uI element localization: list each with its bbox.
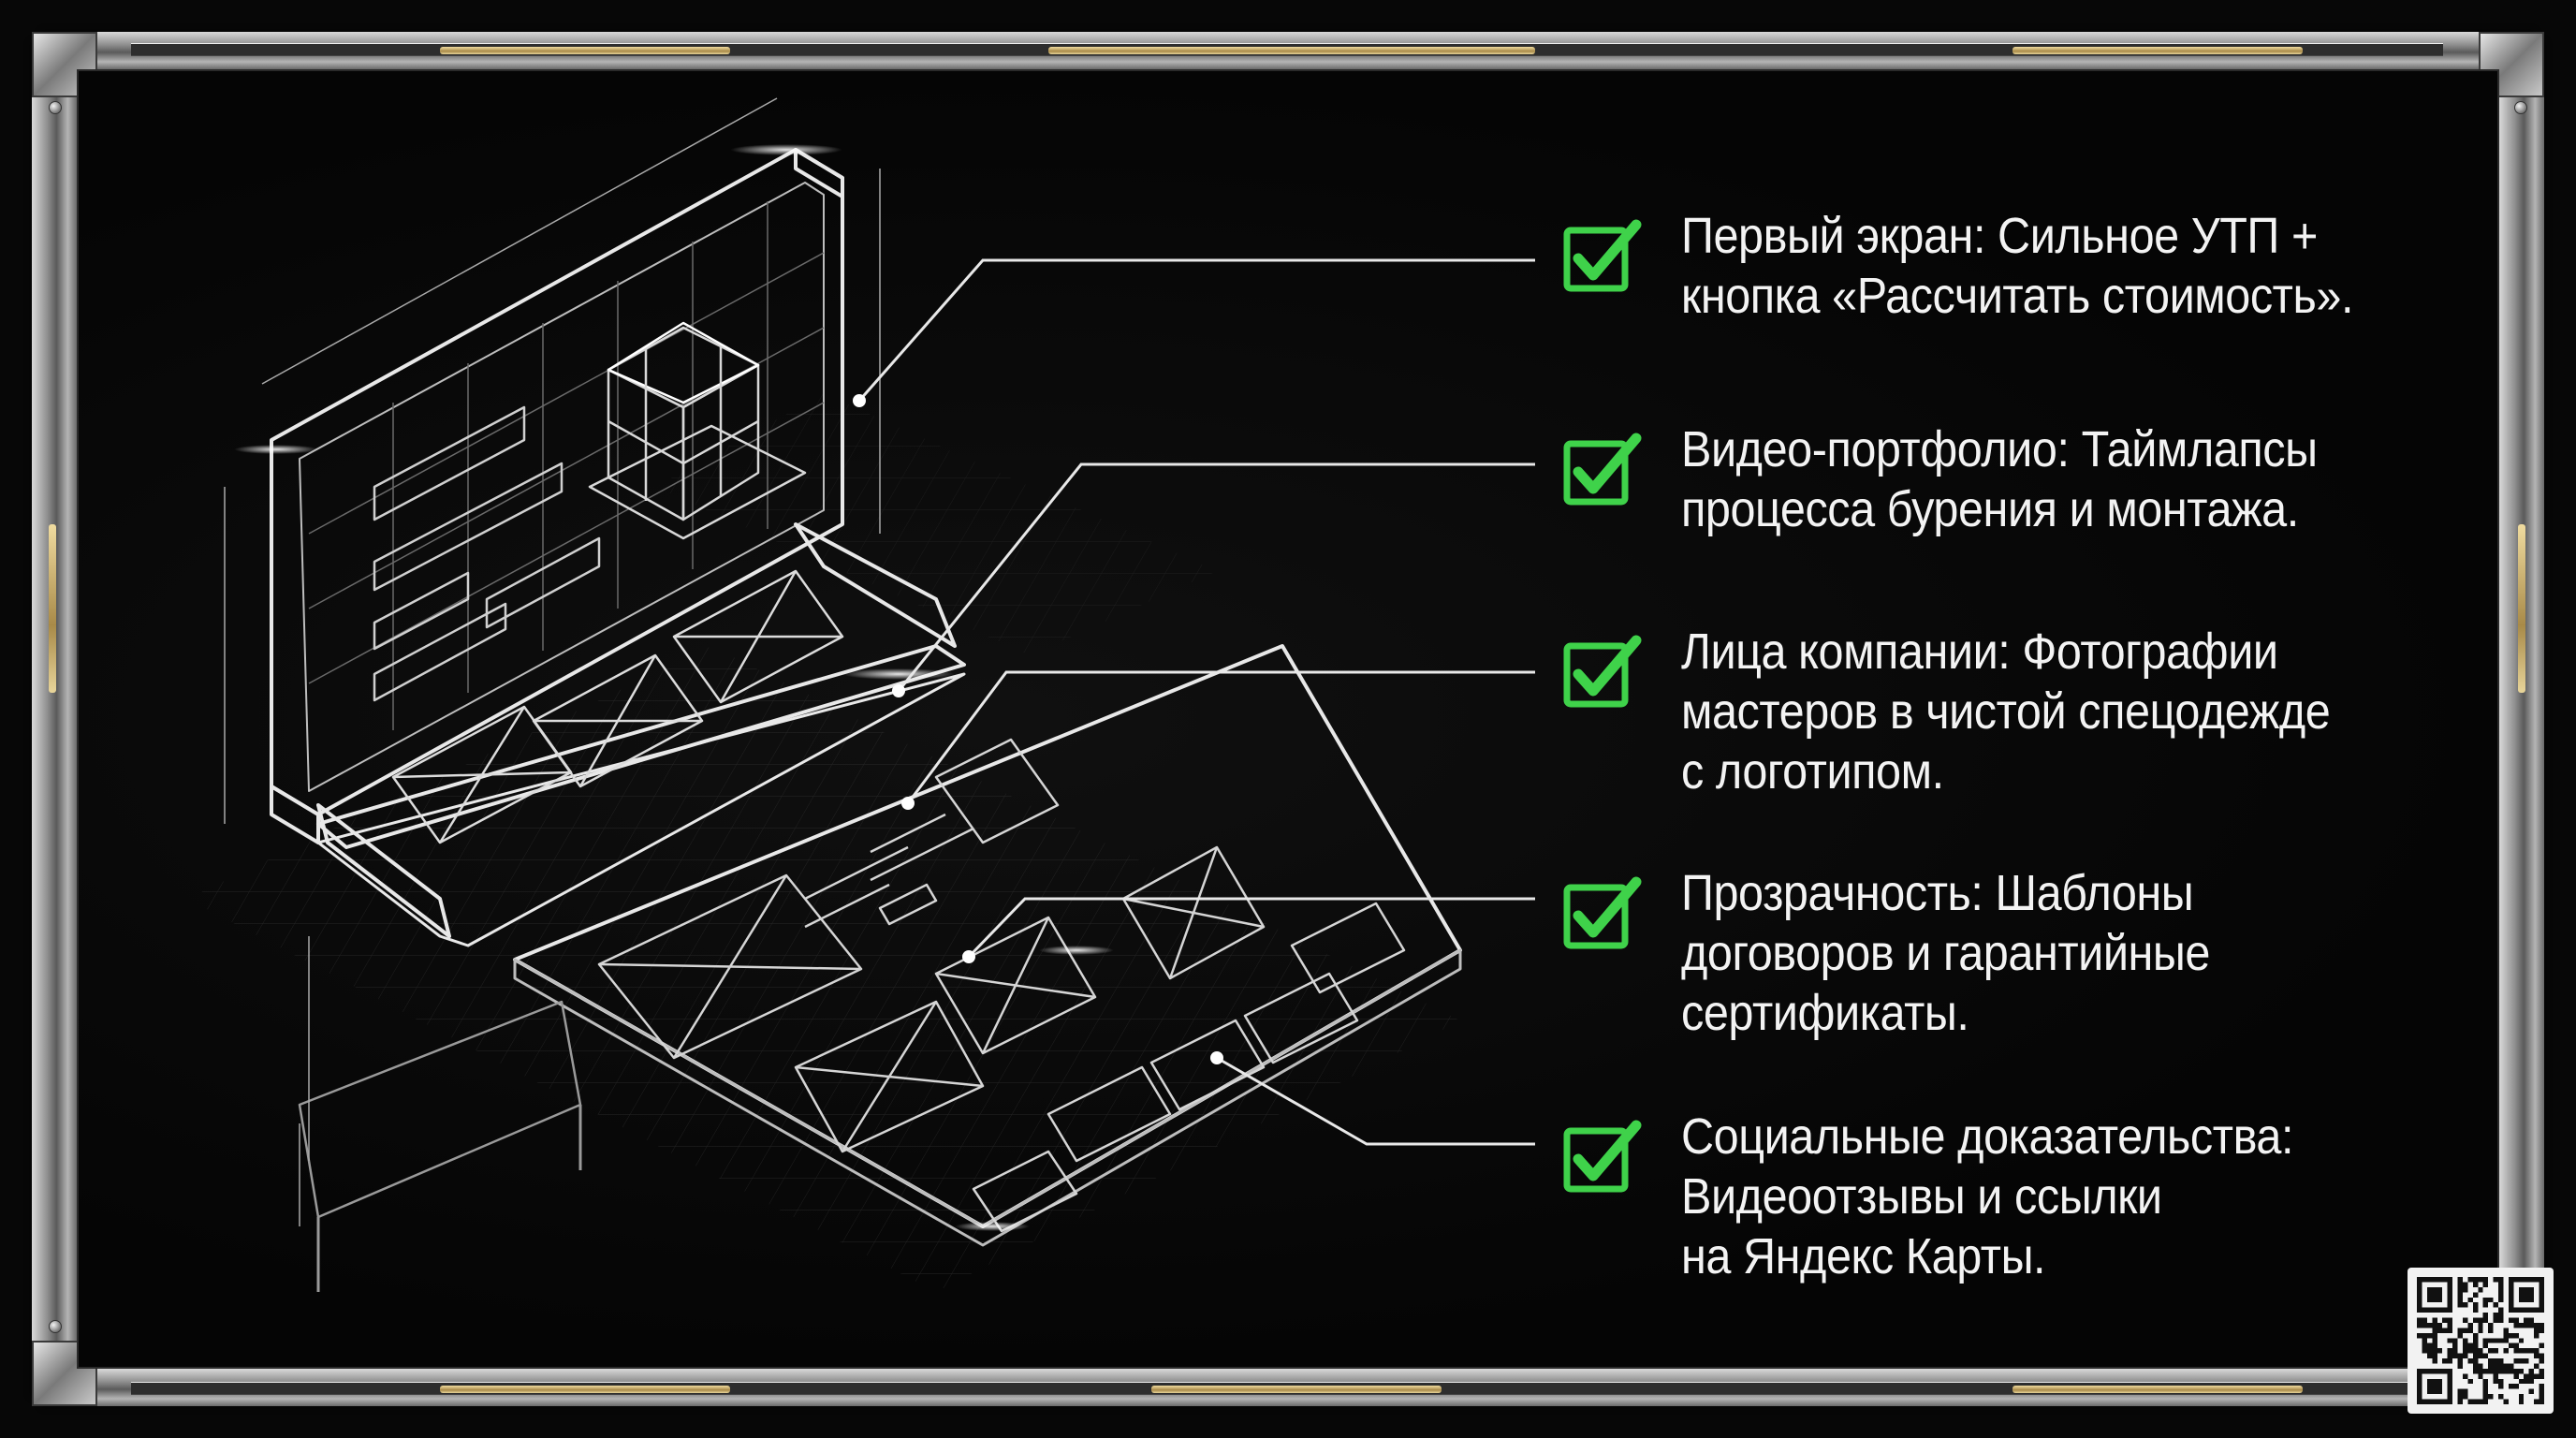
frame-gold-accent — [440, 1386, 730, 1393]
callout-lines — [857, 258, 1535, 1146]
tablet-content — [597, 738, 1406, 1233]
checkbox-check-icon — [1563, 1118, 1642, 1196]
checklist-item-text: Первый экран: Сильное УТП + кнопка «Расс… — [1681, 208, 2354, 324]
checklist-item: Лица компании: Фотографии мастеров в чис… — [1563, 622, 2524, 801]
checklist-item-text: Лица компании: Фотографии мастеров в чис… — [1681, 624, 2331, 800]
frame-bolt — [2514, 101, 2527, 114]
frame-left-bar — [32, 41, 77, 1397]
laptop-wireframe — [224, 97, 1462, 1292]
frame-gold-accent — [440, 47, 730, 54]
checklist-item: Прозрачность: Шаблоны договоров и гарант… — [1563, 863, 2524, 1043]
frame-gold-accent — [1151, 1386, 1442, 1393]
frame-bolt — [49, 1320, 62, 1333]
slide-canvas — [77, 69, 2499, 1369]
floor-grid — [187, 393, 1460, 1292]
house-wireframe — [588, 321, 807, 540]
frame-bolt — [49, 101, 62, 114]
frame-gold-accent — [2518, 524, 2525, 693]
frame-gold-accent — [2012, 1386, 2303, 1393]
checkbox-check-icon — [1563, 874, 1642, 953]
checklist-item-text: Видео-портфолио: Таймлапсы процесса буре… — [1681, 421, 2318, 537]
frame-gold-accent — [1048, 47, 1535, 54]
checkbox-check-icon — [1563, 633, 1642, 712]
checklist-item: Социальные доказательства: Видеоотзывы и… — [1563, 1107, 2524, 1286]
frame-gold-accent — [49, 524, 56, 693]
checkbox-check-icon — [1563, 431, 1642, 509]
qr-code-pattern — [2417, 1277, 2544, 1404]
checklist-item: Видео-портфолио: Таймлапсы процесса буре… — [1563, 419, 2524, 539]
checkbox-check-icon — [1563, 217, 1642, 296]
frame-gold-accent — [2012, 47, 2303, 54]
checklist-item-text: Социальные доказательства: Видеоотзывы и… — [1681, 1108, 2294, 1284]
light-flares — [234, 144, 1114, 1231]
callout-dots — [853, 394, 1223, 1064]
frame-right-bar — [2499, 41, 2544, 1397]
checklist-item: Первый экран: Сильное УТП + кнопка «Расс… — [1563, 206, 2524, 326]
frame-corner-top-left — [32, 32, 97, 97]
qr-code-icon[interactable] — [2408, 1268, 2554, 1414]
checklist-item-text: Прозрачность: Шаблоны договоров и гарант… — [1681, 865, 2211, 1041]
